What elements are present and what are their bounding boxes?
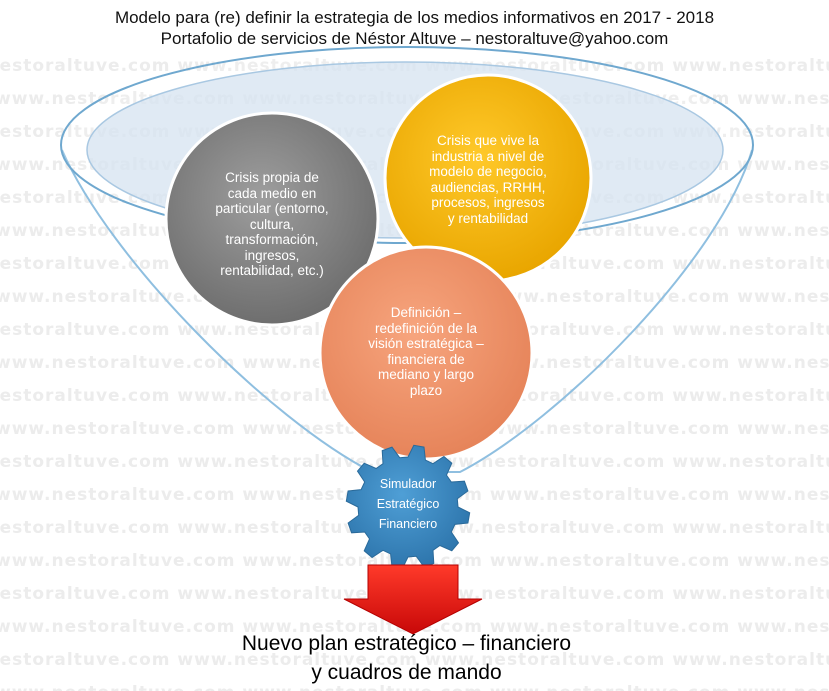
diagram-title: Modelo para (re) definir la estrategia d… xyxy=(114,8,715,27)
gear-shape xyxy=(345,444,471,570)
down-arrow-icon xyxy=(343,564,483,635)
circle-gray xyxy=(164,111,380,327)
circle-gray-label: Crisis propia de cada medio en particula… xyxy=(215,170,329,278)
circle-orange xyxy=(318,245,534,461)
output-line-2: y cuadros de mando xyxy=(311,661,502,684)
gear-label: Simulador Estratégico Financiero xyxy=(376,477,440,531)
output-line-1: Nuevo plan estratégico – financiero xyxy=(241,632,572,655)
gear-icon xyxy=(345,444,471,570)
diagram-subtitle: Portafolio de servicios de Néstor Altuve… xyxy=(160,29,669,48)
circle-orange-label: Definición – redefinición de la visión e… xyxy=(368,305,484,398)
circle-yellow-label: Crisis que vive la industria a nivel de … xyxy=(429,133,547,226)
